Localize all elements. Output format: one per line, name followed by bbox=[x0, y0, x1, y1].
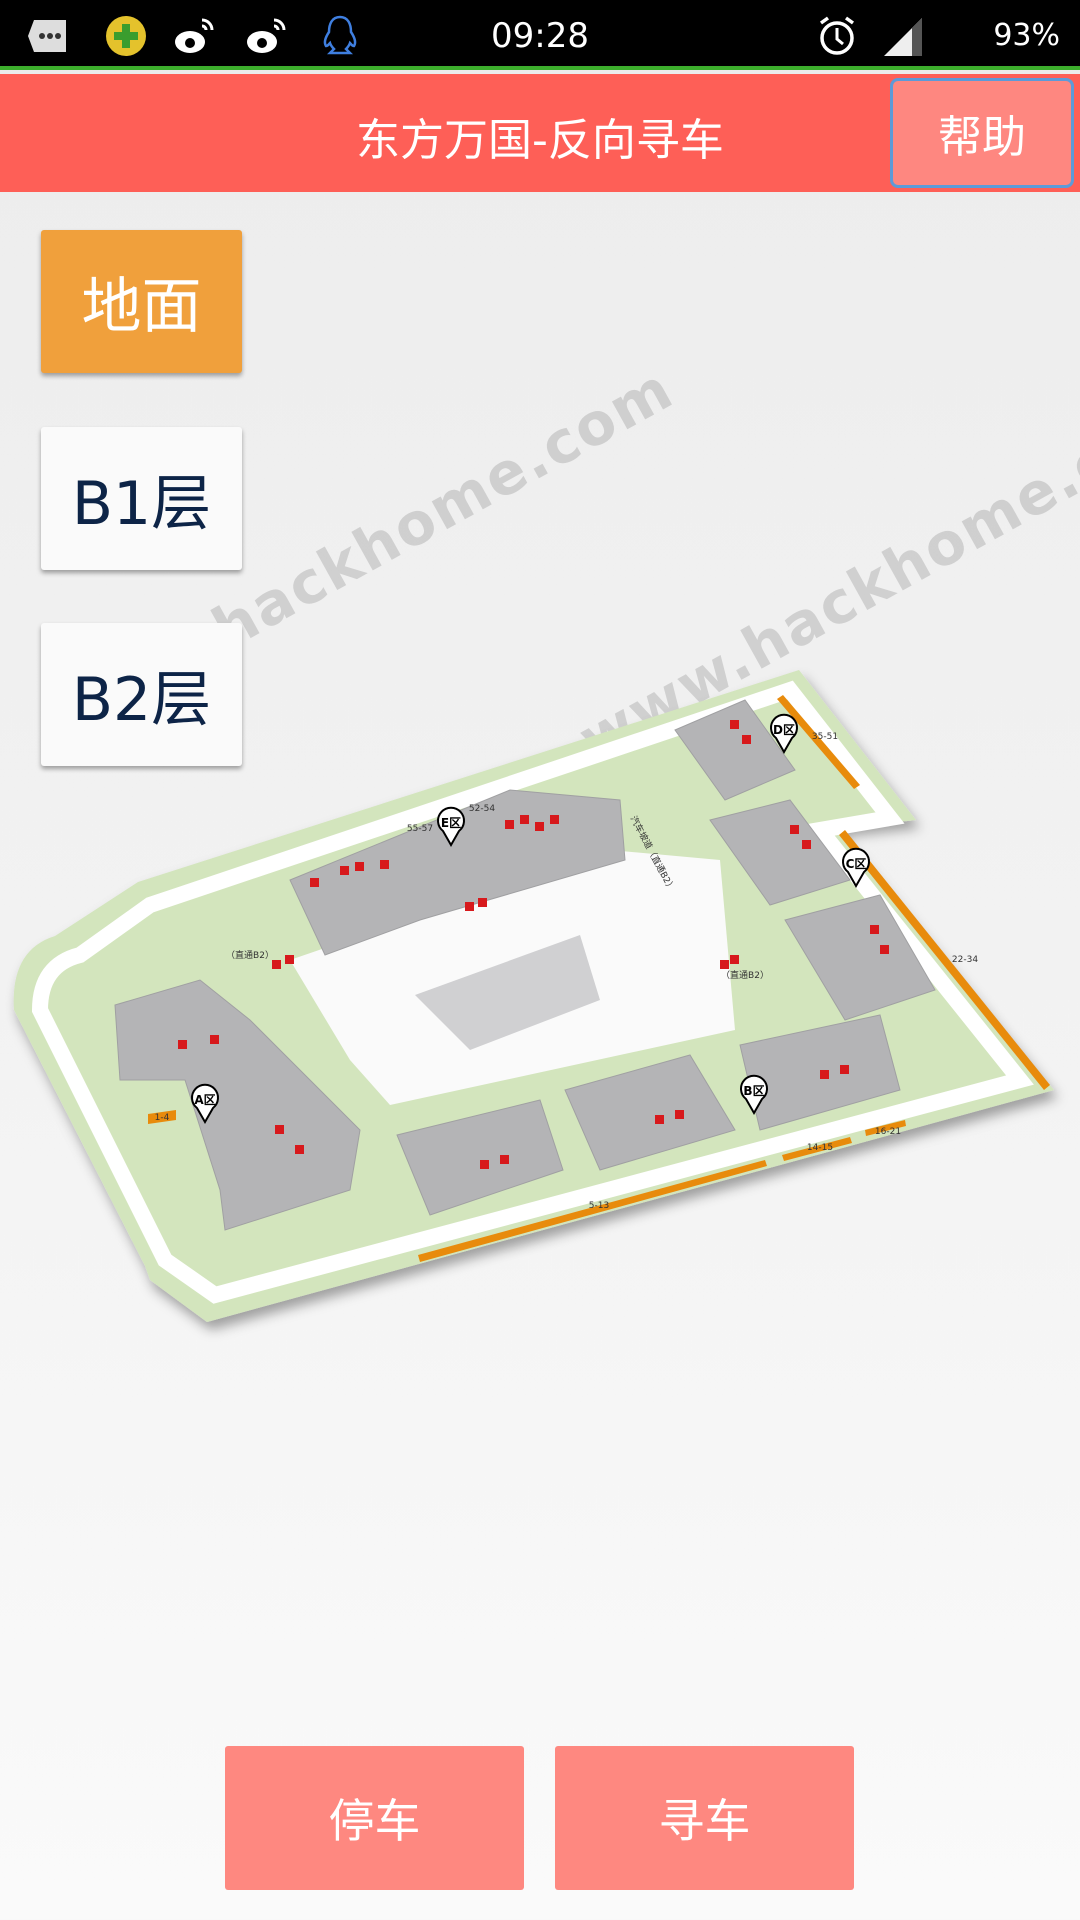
parking-label: 5-13 bbox=[589, 1201, 609, 1211]
parking-label: 14-15 bbox=[807, 1143, 833, 1153]
parking-label: 22-34 bbox=[952, 955, 978, 965]
building-e bbox=[289, 789, 626, 956]
floor-b1-button[interactable]: B1层 bbox=[41, 427, 242, 570]
svg-text:A区: A区 bbox=[194, 1093, 215, 1107]
parking-map[interactable]: 1-4 5-13 14-15 16-21 22-34 35-51 55-57 5… bbox=[0, 650, 1080, 1350]
zone-marker-a[interactable]: A区 bbox=[191, 1083, 219, 1125]
building-c1 bbox=[709, 799, 851, 906]
parking-label: 1-4 bbox=[155, 1113, 170, 1123]
building-a bbox=[114, 979, 361, 1231]
clock: 09:28 bbox=[491, 16, 589, 56]
find-car-button[interactable]: 寻车 bbox=[555, 1746, 854, 1890]
360-icon bbox=[106, 16, 146, 56]
park-button[interactable]: 停车 bbox=[225, 1746, 524, 1890]
parking-label: 16-21 bbox=[875, 1127, 901, 1137]
qq-icon bbox=[323, 15, 357, 55]
page-title: 东方万国-反向寻车 bbox=[356, 115, 724, 166]
zone-marker-b[interactable]: B区 bbox=[740, 1074, 768, 1116]
app-header: 东方万国-反向寻车 帮助 bbox=[0, 74, 1080, 192]
status-bar: 09:28 93% bbox=[0, 0, 1080, 70]
alarm-icon bbox=[819, 16, 855, 55]
floor-b2-button[interactable]: B2层 bbox=[41, 623, 242, 766]
map-road bbox=[31, 680, 1034, 1304]
map-note: （直通B2） bbox=[721, 969, 769, 981]
map-note: （直通B2） bbox=[226, 949, 274, 961]
svg-text:C区: C区 bbox=[846, 857, 867, 871]
zone-marker-c[interactable]: C区 bbox=[842, 847, 870, 889]
battery-level: 93% bbox=[993, 18, 1060, 53]
building-b3 bbox=[396, 1099, 564, 1216]
more-icon bbox=[28, 20, 66, 52]
building-d bbox=[674, 699, 796, 801]
parking-label: 55-57 bbox=[407, 824, 433, 834]
parking-label: 52-54 bbox=[469, 804, 495, 814]
svg-text:B区: B区 bbox=[743, 1084, 764, 1098]
help-button[interactable]: 帮助 bbox=[890, 78, 1074, 188]
weibo-icon bbox=[247, 18, 286, 53]
building-c2 bbox=[784, 894, 936, 1021]
center-building bbox=[415, 935, 600, 1050]
weibo-icon bbox=[175, 18, 214, 53]
building-b2 bbox=[564, 1054, 736, 1171]
parking-label: 35-51 bbox=[812, 732, 838, 742]
zone-marker-d[interactable]: D区 bbox=[770, 713, 798, 755]
elevator-markers bbox=[178, 720, 889, 1169]
svg-text:E区: E区 bbox=[441, 816, 461, 830]
svg-text:D区: D区 bbox=[773, 723, 795, 737]
floor-ground-button[interactable]: 地面 bbox=[41, 230, 242, 373]
zone-marker-e[interactable]: E区 bbox=[437, 806, 465, 848]
parking-strips bbox=[148, 695, 1050, 1262]
signal-icon bbox=[884, 18, 922, 56]
